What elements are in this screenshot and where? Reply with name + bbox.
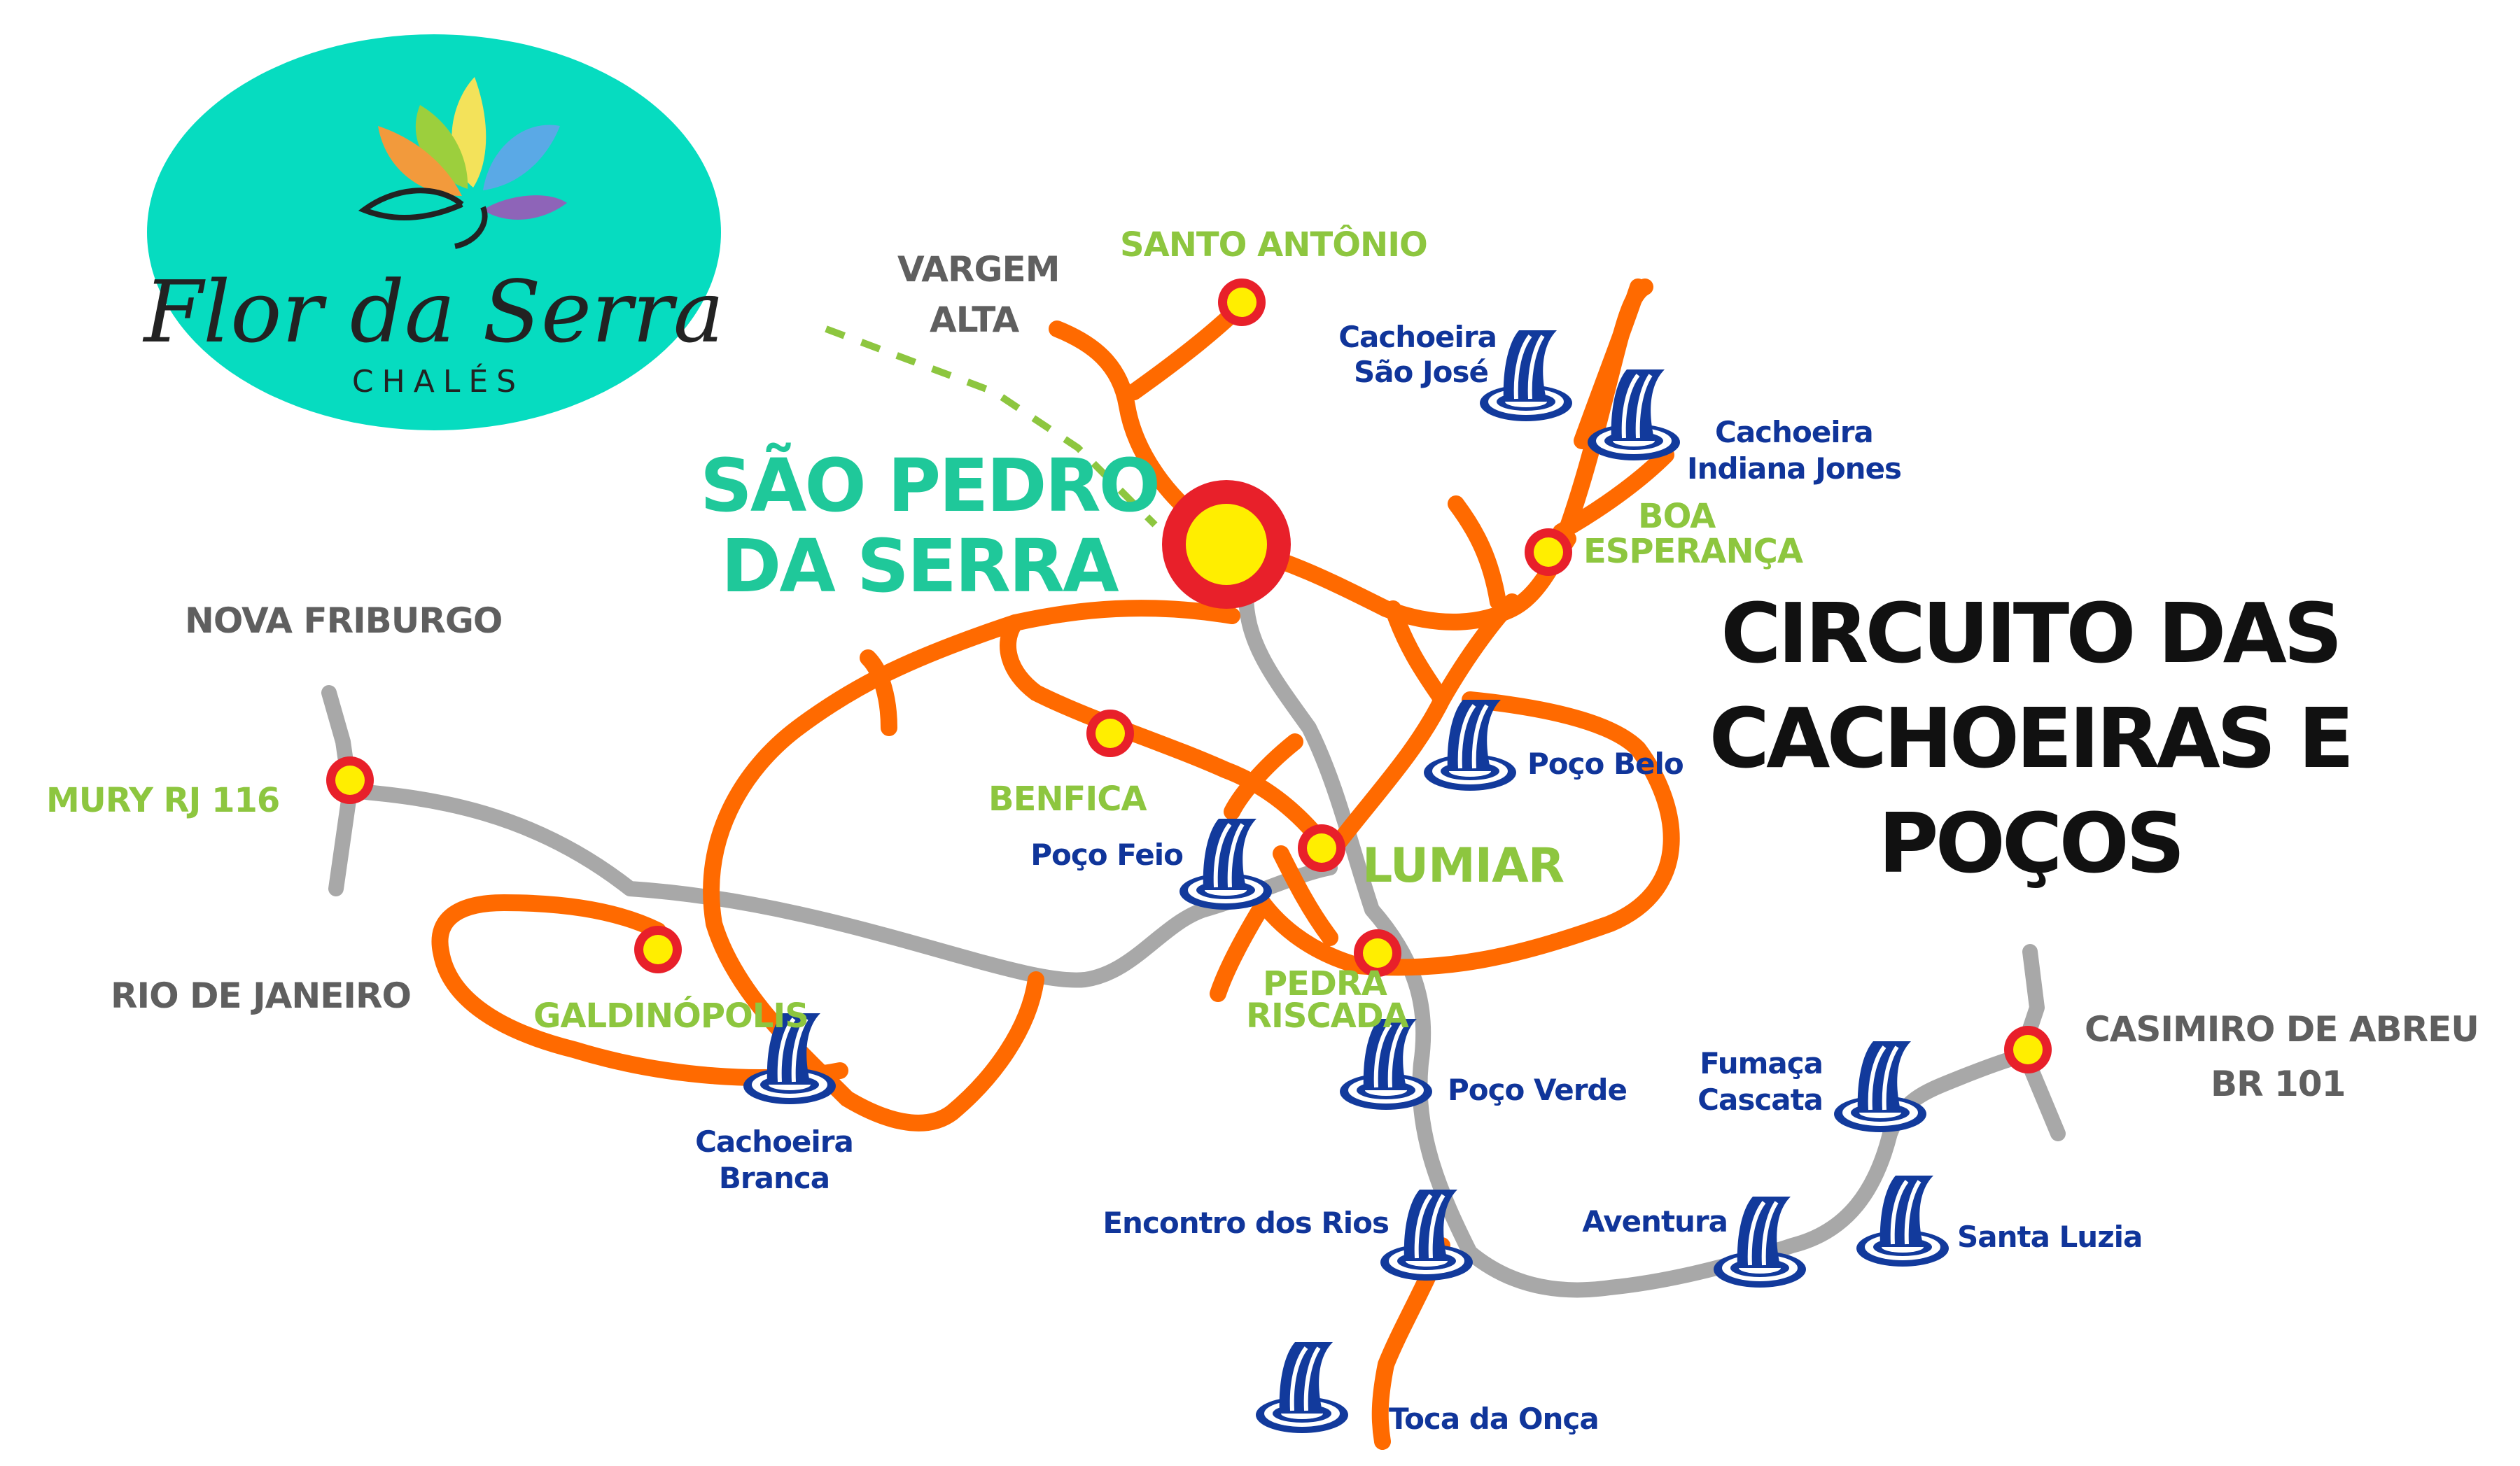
town-labels: SÃO PEDRO DA SERRA SANTO ANTÔNIO VARGEM … [46,225,2479,1104]
fumaca-cascata-label-line2: Cascata [1698,1083,1823,1117]
brand-subtitle: CHALÉS [352,362,524,400]
trail-path [825,325,1158,528]
fumaca-cascata-label-line1: Fumaça [1700,1046,1823,1080]
benfica-label: BENFICA [988,780,1147,819]
map-title-line2: CACHOEIRAS E [1709,690,2351,787]
local-roads [431,279,1680,1450]
poco-feio-label: Poço Feio [1030,838,1183,872]
waterfall-icon [1834,1041,1926,1132]
map-title: CIRCUITO DAS CACHOEIRAS E POÇOS [1709,585,2355,891]
boa-esperanca-label-line1: BOA [1638,497,1716,536]
indiana-jones-label-line2: Indiana Jones [1687,451,1901,486]
santa-luzia-label: Santa Luzia [1957,1220,2142,1254]
rio-de-janeiro-label: RIO DE JANEIRO [111,975,411,1016]
nova-friburgo-label: NOVA FRIBURGO [185,600,502,641]
waterfall-icon [1256,1342,1348,1433]
town-marker-icon [634,926,682,973]
aventura-label: Aventura [1582,1204,1728,1239]
town-marker-icon [1162,480,1291,609]
town-marker-icon [1218,279,1266,326]
brand-logo: Flor da Serra CHALÉS [143,34,724,430]
lumiar-label: LUMIAR [1362,838,1564,894]
town-marker-icon [1298,824,1345,872]
town-marker-icon [326,756,374,804]
encontro-dos-rios-label: Encontro dos Rios [1102,1206,1389,1240]
sao-jose-label-line1: Cachoeira [1338,320,1497,354]
pedra-riscada-label-line2: RISCADA [1246,996,1409,1036]
boa-esperanca-label-line2: ESPERANÇA [1583,532,1803,571]
sao-jose-label-line2: São José [1354,355,1488,389]
waterfall-labels: Cachoeira São José Cachoeira Indiana Jon… [695,320,2143,1436]
map-title-line1: CIRCUITO DAS [1721,585,2339,682]
cachoeira-branca-label-line1: Cachoeira [695,1125,853,1159]
galdinopolis-label: GALDINÓPOLIS [533,996,808,1036]
poco-verde-label: Poço Verde [1448,1073,1627,1107]
sao-pedro-label-line2: DA SERRA [721,523,1119,609]
vargem-alta-label-line1: VARGEM [897,249,1059,290]
casimiro-label-line1: CASIMIRO DE ABREU [2085,1009,2479,1050]
santo-antonio-label: SANTO ANTÔNIO [1120,225,1427,265]
flower-logo-icon [358,77,567,249]
casimiro-label-line2: BR 101 [2211,1064,2345,1104]
mury-label: MURY RJ 116 [46,781,279,820]
map-title-line3: POÇOS [1878,795,2182,891]
pedra-riscada-label-line1: PEDRA [1263,964,1387,1003]
poco-belo-label: Poço Belo [1527,747,1684,781]
town-marker-icon [1525,528,1572,576]
waterfall-icon [1180,819,1272,910]
brand-name: Flor da Serra [143,262,724,362]
town-marker-icon [1086,710,1134,757]
sao-pedro-label-line1: SÃO PEDRO [700,443,1158,528]
town-marker-icon [2004,1026,2052,1073]
toca-da-onca-label: Toca da Onça [1389,1402,1599,1436]
indiana-jones-label-line1: Cachoeira [1715,415,1873,449]
vargem-alta-label-line2: ALTA [930,299,1020,340]
cachoeira-branca-label-line2: Branca [719,1161,830,1195]
